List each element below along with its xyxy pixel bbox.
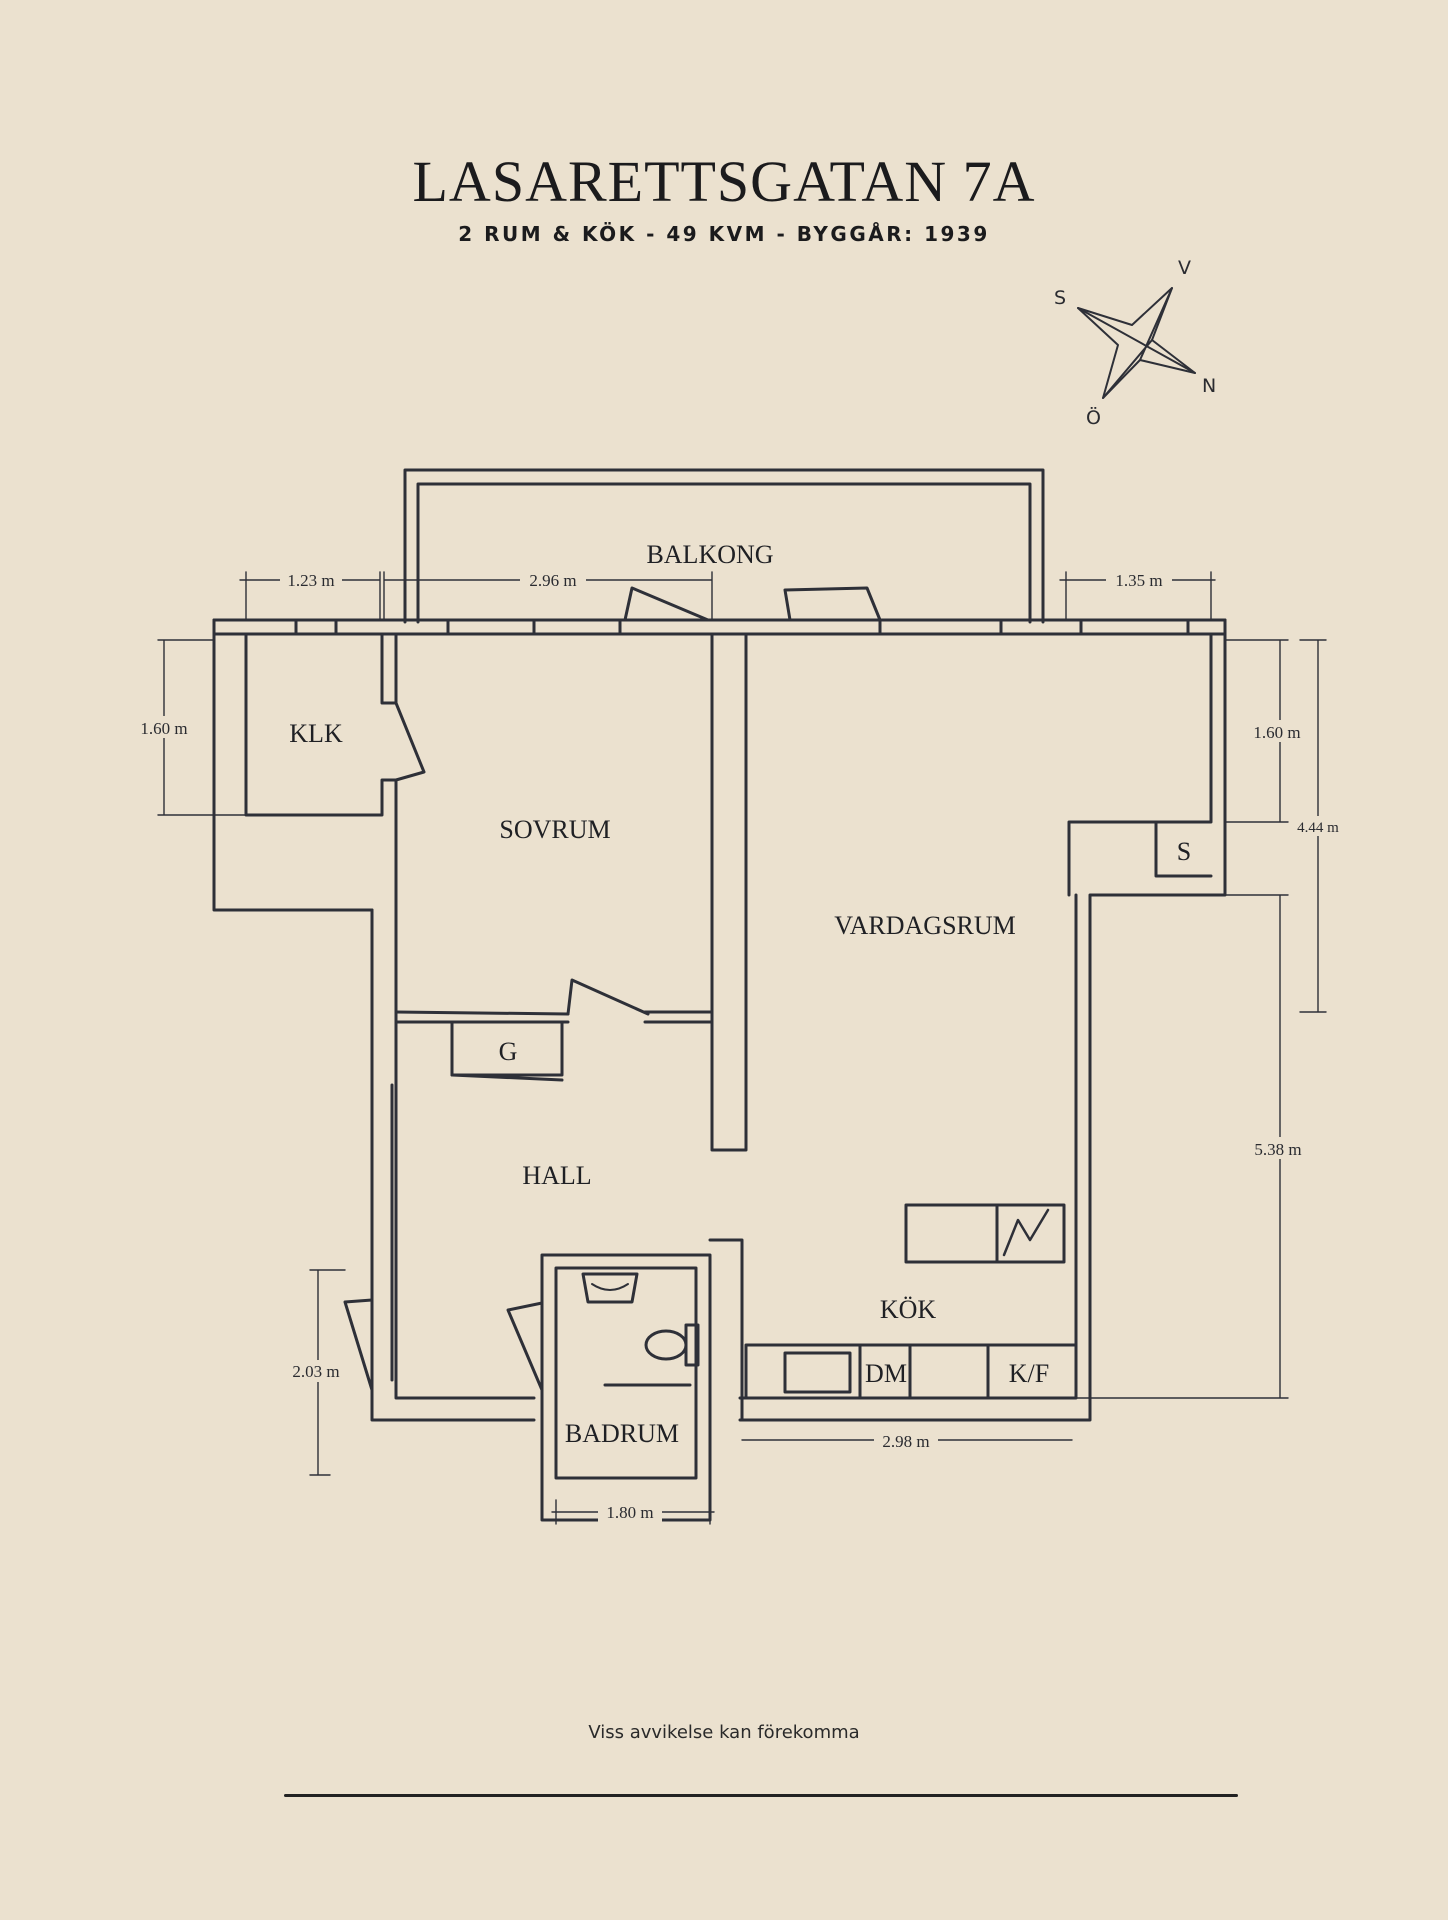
dim-1-60-right: 1.60 m — [1253, 723, 1300, 742]
wardrobe-g-outline — [450, 1020, 564, 1082]
wall-bedroom-south — [394, 978, 714, 1024]
dim-4-44: 4.44 m — [1297, 820, 1339, 836]
wall-bathroom — [540, 1238, 744, 1522]
compass-s: S — [1054, 287, 1066, 309]
wall-bedroom-living — [710, 632, 748, 1152]
label-klk: KLK — [289, 719, 343, 748]
compass-labels: V S N Ö — [1054, 257, 1216, 429]
disclaimer-text: Viss avvikelse kan förekomma — [588, 1722, 860, 1743]
dim-1-80: 1.80 m — [606, 1503, 653, 1522]
wall-east — [738, 618, 1227, 1422]
bathroom-door — [506, 1301, 544, 1392]
toilet — [644, 1323, 700, 1367]
label-dm: DM — [865, 1359, 907, 1388]
label-g: G — [499, 1037, 518, 1066]
label-balkong: BALKONG — [646, 540, 773, 569]
label-s: S — [1177, 837, 1191, 866]
compass-o: Ö — [1086, 406, 1101, 429]
compass-n: N — [1202, 375, 1216, 397]
dimension-labels: 1.23 m 2.96 m 1.35 m 1.60 m 1.60 m 4.44 … — [134, 570, 1352, 1522]
balcony-door-right — [783, 586, 882, 622]
kitchen-counter — [744, 1343, 1078, 1400]
label-vardagsrum: VARDAGSRUM — [834, 911, 1016, 940]
label-kf: K/F — [1009, 1359, 1049, 1388]
footer-rule — [284, 1794, 1238, 1797]
page-title: LASARETTSGATAN 7A — [412, 149, 1036, 214]
dim-2-03: 2.03 m — [292, 1362, 339, 1381]
wall-west — [212, 618, 536, 1422]
dim-5-38: 5.38 m — [1254, 1140, 1301, 1159]
entrance-door — [343, 1298, 374, 1392]
dim-2-98: 2.98 m — [882, 1432, 929, 1451]
dim-1-35: 1.35 m — [1115, 571, 1162, 590]
stove-counter — [904, 1203, 1066, 1264]
dim-1-23: 1.23 m — [287, 571, 334, 590]
balcony-door-left — [623, 586, 710, 622]
dim-2-96: 2.96 m — [529, 571, 576, 590]
room-labels: BALKONG KLK SOVRUM VARDAGSRUM S G HALL K… — [289, 540, 1191, 1448]
page-subtitle: 2 RUM & KÖK - 49 KVM - BYGGÅR: 1939 — [458, 222, 990, 246]
balcony-outline — [403, 468, 1045, 624]
label-hall: HALL — [522, 1161, 591, 1190]
closet-klk-walls — [380, 632, 426, 782]
compass-rose — [1077, 287, 1196, 399]
dim-1-60-left: 1.60 m — [140, 719, 187, 738]
label-kok: KÖK — [880, 1295, 937, 1324]
cupboard-s-outline — [1154, 820, 1213, 878]
wall-north — [212, 618, 1227, 636]
label-sovrum: SOVRUM — [499, 815, 610, 844]
sink — [581, 1272, 639, 1304]
label-badrum: BADRUM — [565, 1419, 679, 1448]
compass-v: V — [1178, 257, 1191, 279]
